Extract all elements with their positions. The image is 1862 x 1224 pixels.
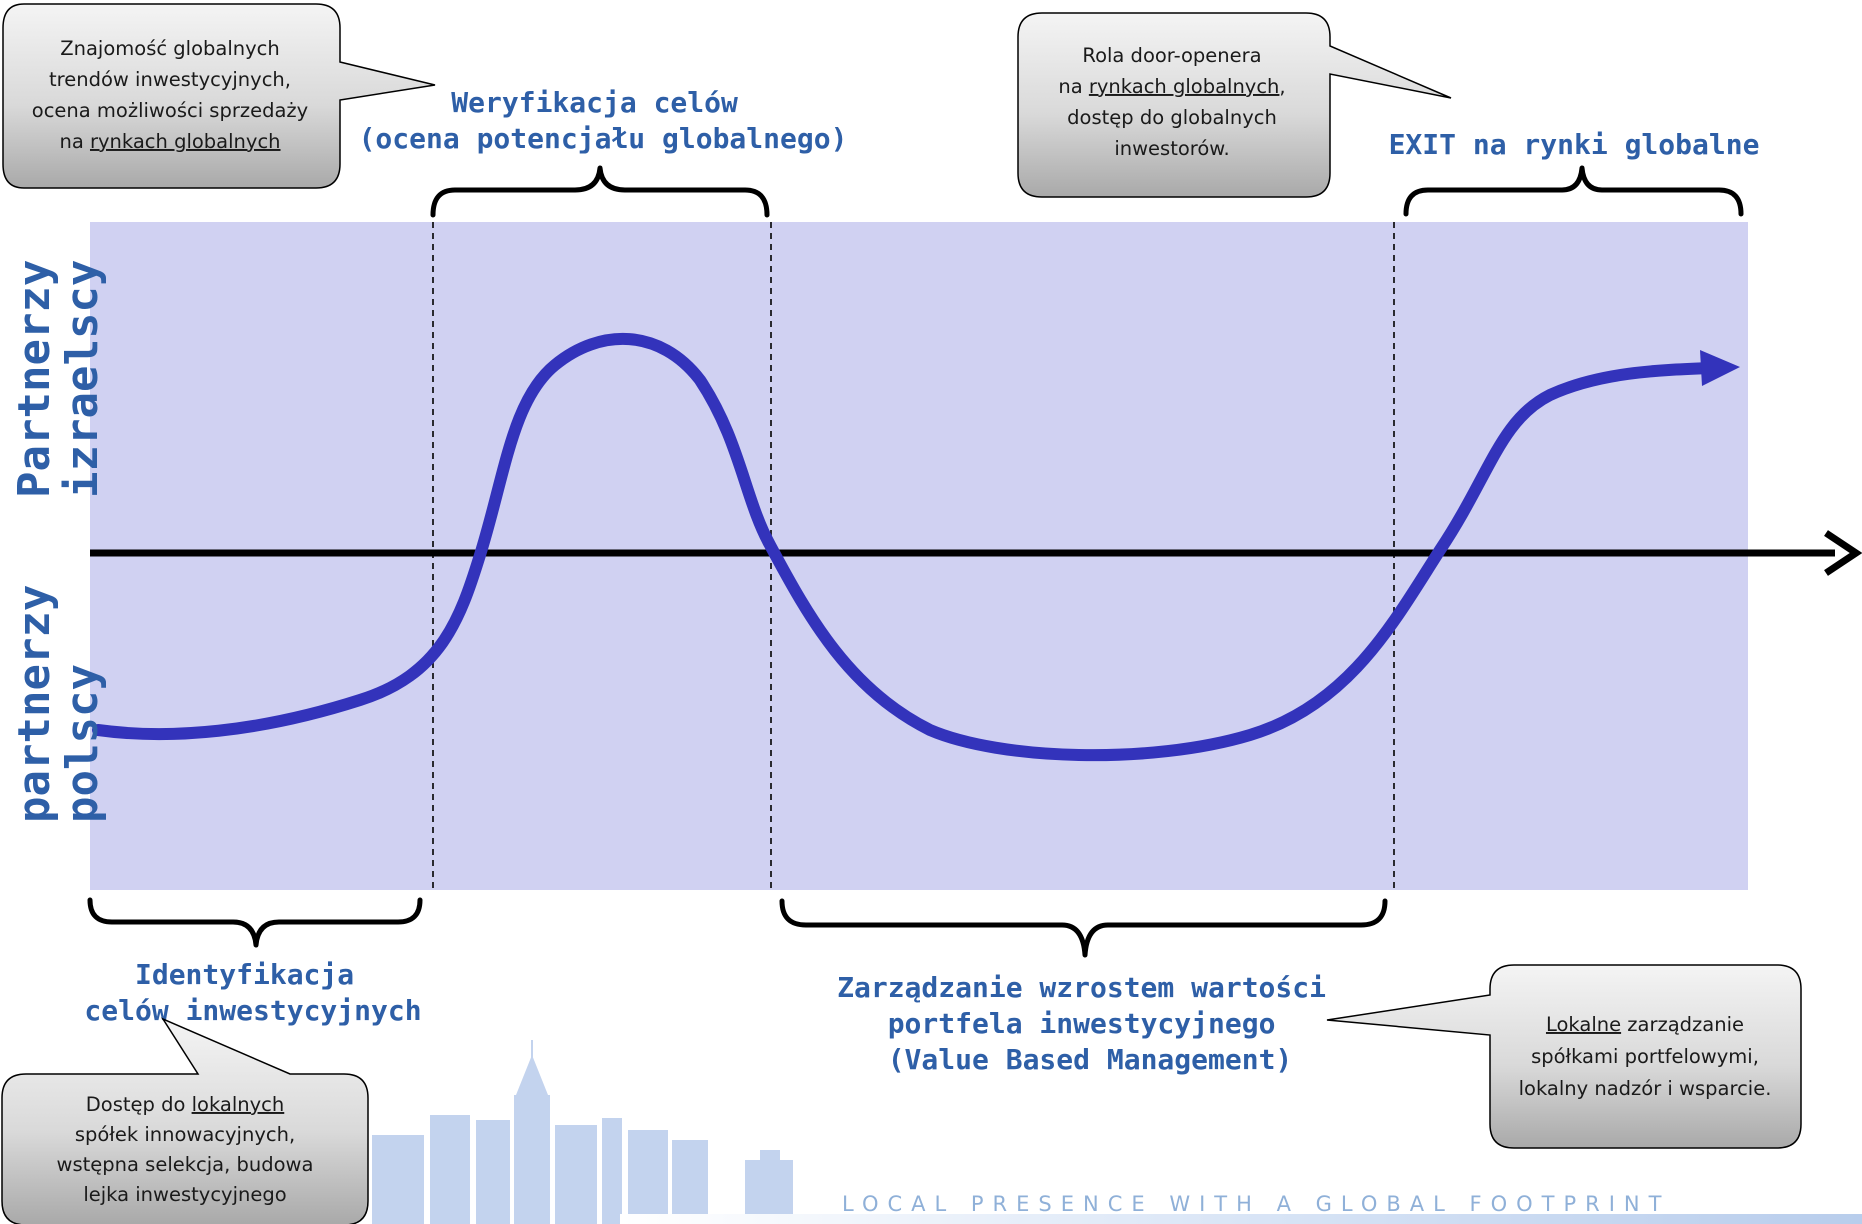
brace-zarzadzanie [779, 898, 1388, 958]
tagline-bar [620, 1214, 1862, 1224]
phase-label-zarzadzanie: Zarządzanie wzrostem wartości portfela i… [837, 971, 1343, 1076]
callout-local-access: Dostęp do lokalnych spółek innowacyjnych,… [1, 1017, 369, 1224]
phase-label-weryfikacja: Weryfikacja celów (ocena potencjału glob… [359, 86, 848, 155]
callout-line: Znajomość globalnych [60, 37, 279, 60]
callout-line: na rynkach globalnych, [1058, 75, 1285, 98]
brace-identyfikacja [87, 897, 423, 948]
callout-door-opener: Rola door-openera na rynkach globalnych, d… [1017, 12, 1452, 198]
brace-weryfikacja [430, 165, 770, 218]
callout-line: spółkami portfelowymi, [1531, 1045, 1759, 1068]
callout-line: dostęp do globalnych [1067, 106, 1277, 129]
journey-curve [92, 332, 1740, 762]
callout-line: lejka inwestycyjnego [83, 1183, 286, 1206]
city-skyline-illustration [372, 1040, 793, 1224]
callout-line: Rola door-openera [1082, 44, 1261, 67]
callout-line: wstępna selekcja, budowa [57, 1153, 314, 1176]
time-axis [90, 530, 1862, 576]
phase-braces [87, 165, 1744, 958]
curve-arrow-head [1700, 350, 1740, 386]
tagline: LOCAL PRESENCE WITH A GLOBAL FOOTPRINT [842, 1192, 1670, 1216]
phase-label-identyfikacja: Identyfikacja celów inwestycyjnych [84, 958, 421, 1027]
axis-arrow-head [1824, 530, 1862, 576]
callout-line: Dostęp do lokalnych [86, 1093, 285, 1116]
side-label-izraelscy: Partnerzy izraelscy [9, 233, 108, 498]
callout-line: trendów inwestycyjnych, [49, 68, 291, 91]
callout-local-management: Lokalne zarządzanie spółkami portfelowymi… [1326, 964, 1802, 1149]
callout-line: spółek innowacyjnych, [75, 1123, 295, 1146]
brace-exit [1403, 165, 1744, 217]
callout-line: ocena możliwości sprzedaży [32, 99, 308, 122]
callout-line: Lokalne zarządzanie [1546, 1013, 1744, 1036]
callout-line: inwestorów. [1114, 137, 1229, 160]
callout-line: lokalny nadzór i wsparcie. [1519, 1077, 1772, 1100]
callout-trends: Znajomość globalnych trendów inwestycyjny… [2, 3, 436, 189]
phase-label-exit: EXIT na rynki globalne [1389, 128, 1760, 161]
side-label-polscy: partnerzy polscy [9, 558, 108, 823]
callout-line: na rynkach globalnych [59, 130, 280, 153]
